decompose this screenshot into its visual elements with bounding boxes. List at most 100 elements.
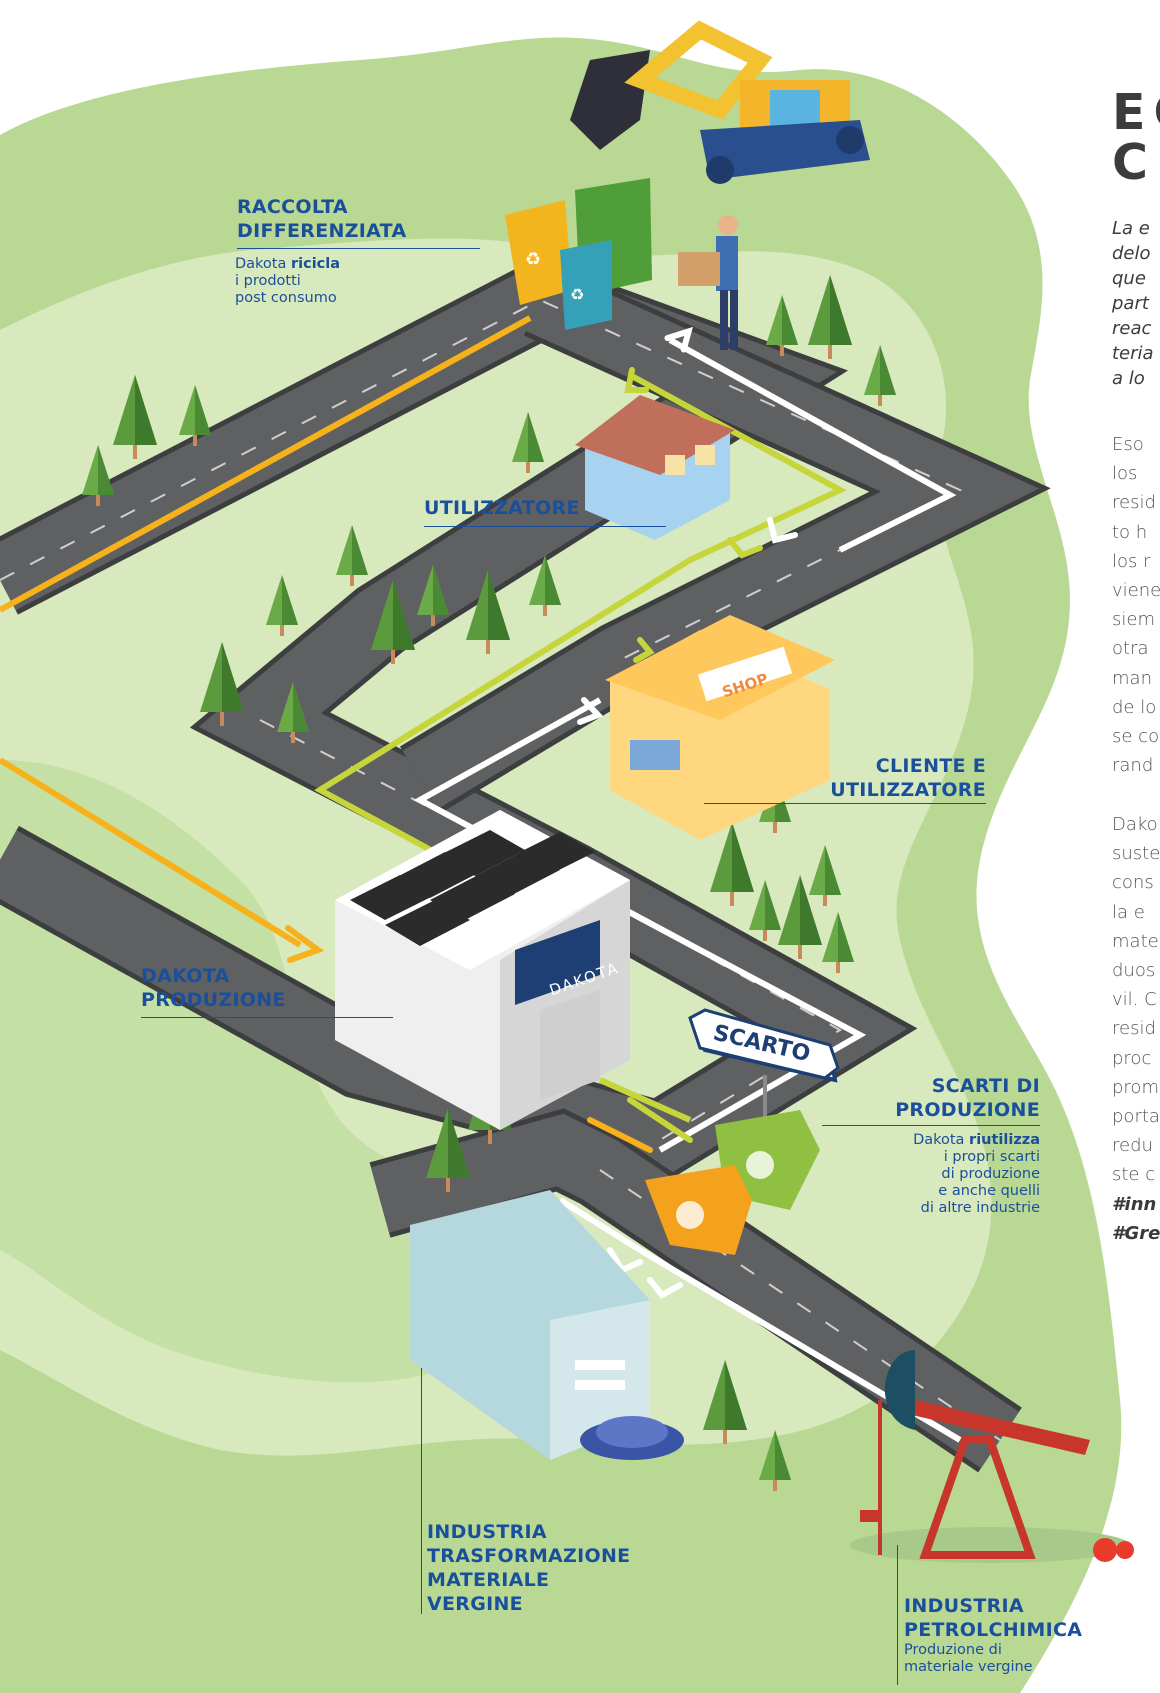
label-scarti-sub-4: e anche quelli [938, 1183, 1040, 1199]
body2-line: redu [1112, 1135, 1153, 1157]
label-scarti-title-2: PRODUZIONE [895, 1099, 1040, 1121]
label-scarti-sub-pre: Dakota [913, 1132, 970, 1148]
body1-line: siem [1112, 609, 1155, 631]
arrow-icon [577, 697, 604, 725]
label-utilizzatore-title: UTILIZZATORE [424, 497, 580, 519]
label-cliente: CLIENTE E UTILIZZATORE [780, 754, 986, 802]
label-utilizzatore-rule [424, 526, 666, 527]
label-raccolta-sub-bold: ricicla [290, 256, 341, 272]
label-produzione-title-2: PRODUZIONE [141, 989, 286, 1011]
body2-line: duos [1112, 960, 1156, 982]
label-trasformazione-2: TRASFORMAZIONE [427, 1545, 631, 1567]
label-produzione-rule [141, 1017, 393, 1018]
arrow-icon [633, 637, 655, 663]
body2-line: cons [1112, 872, 1154, 894]
intro-line: reac [1112, 318, 1152, 339]
solar-panel-icon [350, 830, 595, 946]
plastic-granules-icon [580, 1416, 684, 1460]
arrow-icon [627, 1097, 693, 1143]
label-raccolta-sub: Dakota ricicla i prodotti post consumo [235, 256, 340, 307]
hashtag: #inn [1112, 1193, 1157, 1215]
label-cliente-rule [704, 803, 986, 804]
label-petrolchimica: INDUSTRIA PETROLCHIMICA Produzione di ma… [904, 1594, 1082, 1676]
hashtag: #Gre [1112, 1222, 1160, 1244]
factory-icon: DAKOTA [335, 810, 630, 1130]
label-raccolta-sub-2: i prodotti [235, 273, 301, 289]
label-trasformazione-3: MATERIALE [427, 1569, 550, 1591]
body1-line: de lo [1112, 696, 1157, 718]
intro-line: teria [1112, 343, 1154, 364]
label-trasformazione: INDUSTRIA TRASFORMAZIONE MATERIALE VERGI… [427, 1520, 630, 1616]
label-petrolchimica-sub-1: Produzione di [904, 1642, 1002, 1658]
arrow-icon [647, 1277, 683, 1299]
person-carrying-box-icon [678, 215, 738, 350]
label-raccolta-sub-3: post consumo [235, 290, 337, 306]
body-paragraph-1: Eso los resid to h los r viene siem otra man de l… [1112, 430, 1160, 780]
label-produzione-title-1: DAKOTA [141, 965, 230, 987]
label-raccolta-title-1: RACCOLTA [237, 196, 348, 218]
arrow-icon [664, 326, 693, 353]
page-title: ECCI [1112, 88, 1160, 188]
body2-line: proc [1112, 1047, 1152, 1069]
label-scarti: SCARTI DI PRODUZIONE [820, 1074, 1040, 1122]
oil-pump-icon [850, 1350, 1134, 1563]
excavator-icon [570, 20, 870, 184]
recycle-bin-icon: ♻ ♻ [505, 178, 652, 330]
body2-line: la e [1112, 901, 1145, 923]
label-cliente-title-2: UTILIZZATORE [830, 779, 986, 801]
body2-line: suste [1112, 843, 1160, 865]
arrow-icon [767, 517, 798, 544]
label-raccolta-rule [237, 248, 480, 249]
intro-line: a lo [1112, 368, 1145, 389]
body2-line: resid [1112, 1018, 1156, 1040]
label-raccolta: RACCOLTA DIFFERENZIATA [237, 195, 406, 243]
arrow-icon [727, 537, 763, 559]
intro-line: La e [1112, 218, 1150, 239]
label-scarti-sub: Dakota riutilizza i propri scarti di pro… [840, 1132, 1040, 1217]
body1-line: resid [1112, 492, 1156, 514]
label-produzione: DAKOTA PRODUZIONE [141, 964, 286, 1012]
svg-text:♻: ♻ [525, 249, 541, 270]
label-trasformazione-rule [421, 1368, 422, 1614]
body2-line: porta [1112, 1106, 1160, 1128]
body2-line: mate [1112, 930, 1159, 952]
body2-line: Dako [1112, 814, 1158, 835]
label-cliente-title-1: CLIENTE E [875, 755, 986, 777]
body1-line: rand [1112, 755, 1154, 777]
arrow-icon [587, 1117, 653, 1153]
factory-icon [410, 1190, 650, 1460]
waste-container-icon [645, 1110, 820, 1255]
label-trasformazione-4: VERGINE [427, 1593, 523, 1615]
body1-line: Eso [1112, 434, 1144, 455]
body1-line: los [1112, 463, 1138, 485]
body1-line: se co [1112, 726, 1160, 748]
intro-line: part [1112, 293, 1149, 314]
label-petrolchimica-sub-2: materiale vergine [904, 1659, 1033, 1675]
label-scarti-sub-3: di produzione [941, 1166, 1040, 1182]
body-paragraph-2: Dako suste cons la e mate duos vil. C resid proc… [1112, 810, 1160, 1248]
svg-text:♻: ♻ [570, 285, 584, 304]
label-scarti-sub-5: di altre industrie [920, 1200, 1040, 1216]
body1-line: to h [1112, 521, 1148, 543]
label-raccolta-sub-pre: Dakota [235, 256, 291, 272]
intro-line: delo [1112, 243, 1151, 264]
label-utilizzatore: UTILIZZATORE [424, 496, 580, 520]
flow-arrows [285, 326, 798, 1299]
label-scarti-rule [822, 1125, 1040, 1126]
label-petrolchimica-2: PETROLCHIMICA [904, 1619, 1083, 1641]
body2-line: vil. C [1112, 989, 1157, 1011]
body1-line: viene [1112, 580, 1160, 602]
arrow-icon [624, 367, 649, 393]
label-scarti-sub-2: i propri scarti [943, 1149, 1040, 1165]
title-line: EC [1112, 84, 1160, 141]
body1-line: los r [1112, 550, 1151, 572]
label-scarti-title-1: SCARTI DI [931, 1075, 1040, 1097]
label-trasformazione-1: INDUSTRIA [427, 1521, 547, 1543]
arrow-icon [285, 925, 325, 963]
label-petrolchimica-1: INDUSTRIA [904, 1595, 1024, 1617]
shop-icon: SHOP [605, 615, 835, 840]
body1-line: man [1112, 667, 1152, 689]
body1-line: otra [1112, 638, 1149, 660]
